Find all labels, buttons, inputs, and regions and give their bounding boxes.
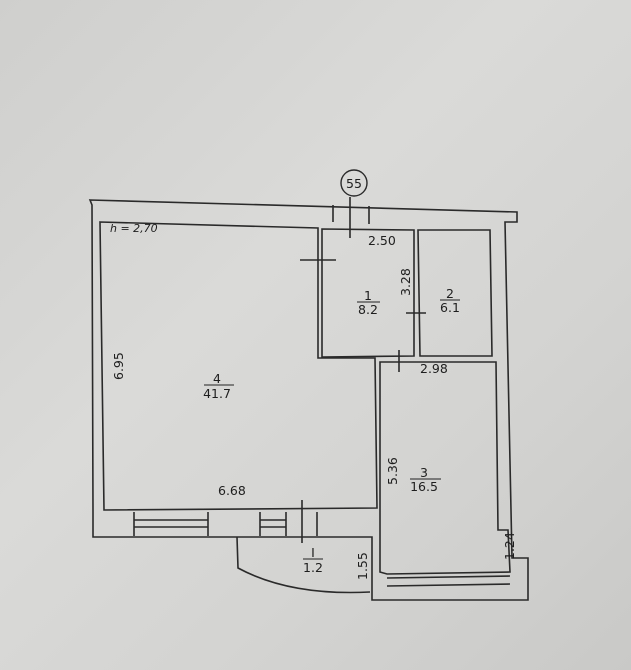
room-area: 16.5 bbox=[410, 479, 438, 494]
ceiling-height: h = 2,70 bbox=[110, 222, 158, 235]
room-number: 3 bbox=[420, 465, 428, 480]
axis-marker: 55 bbox=[340, 169, 368, 197]
room-area: 8.2 bbox=[358, 302, 378, 317]
dim-room1-width: 2.50 bbox=[368, 233, 396, 248]
room-area: 1.2 bbox=[303, 560, 323, 575]
room-number: 4 bbox=[213, 371, 221, 386]
room-number: 1 bbox=[364, 288, 372, 303]
room-number: I bbox=[311, 545, 315, 560]
room-area: 41.7 bbox=[203, 386, 231, 401]
room-area: 6.1 bbox=[440, 300, 460, 315]
dim-room1-length: 3.28 bbox=[398, 268, 413, 296]
room-2-label: 2 6.1 bbox=[440, 286, 460, 315]
dim-room4-length: 6.95 bbox=[111, 352, 126, 380]
walls bbox=[88, 197, 529, 601]
room-4-label: 4 41.7 bbox=[203, 371, 234, 401]
room-1-label: 1 8.2 bbox=[357, 288, 380, 317]
dim-room4-width: 6.68 bbox=[218, 483, 246, 498]
dim-room3-length: 5.36 bbox=[385, 457, 400, 485]
room-number: 2 bbox=[446, 286, 454, 301]
dim-room3-bay: 1.24 bbox=[502, 532, 517, 560]
room-3-label: 3 16.5 bbox=[410, 465, 441, 494]
balcony-label: I 1.2 bbox=[303, 545, 323, 575]
dim-room3-width: 2.98 bbox=[420, 361, 448, 376]
axis-marker-label: 55 bbox=[346, 176, 362, 191]
dim-balcony-length: 1.55 bbox=[355, 552, 370, 580]
